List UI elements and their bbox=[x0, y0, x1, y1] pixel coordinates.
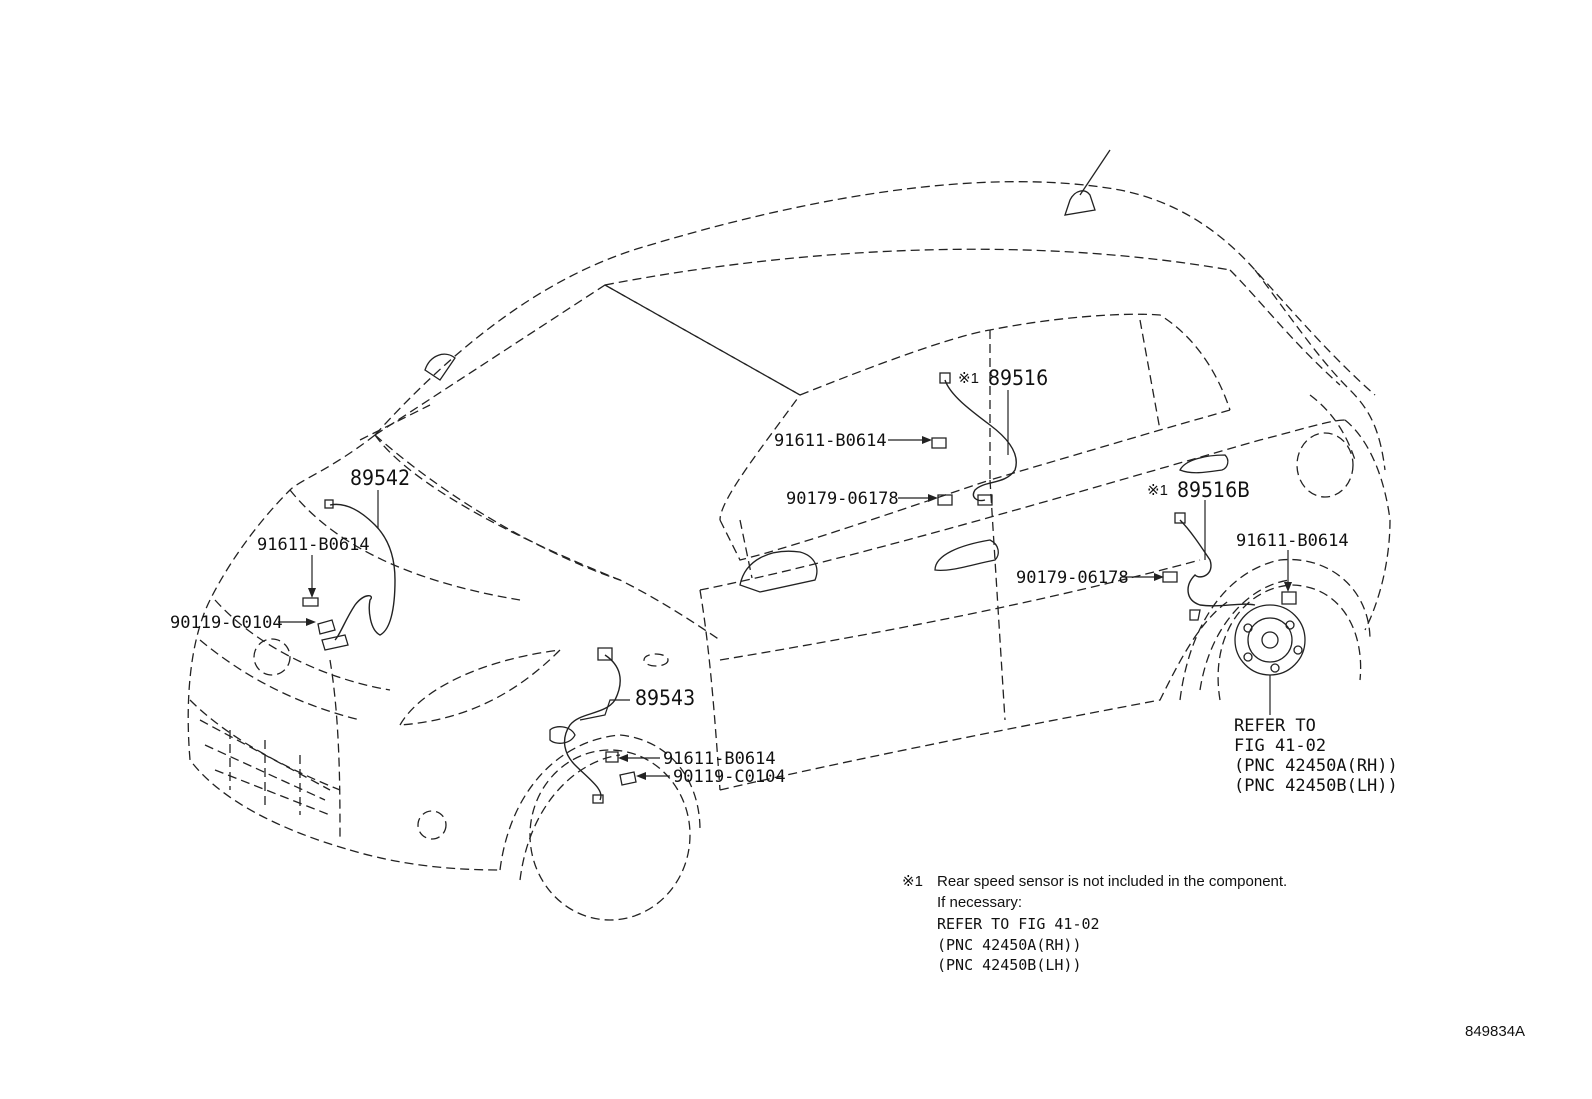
sensor-wires bbox=[302, 372, 1297, 804]
footnote-line-1: Rear speed sensor is not included in the… bbox=[937, 873, 1287, 890]
callout-89543: 89543 bbox=[635, 686, 695, 710]
callout-rear-sensor-mark: ※1 bbox=[958, 370, 979, 387]
callout-front-right-bolt: 91611-B0614 bbox=[663, 749, 776, 769]
callout-front-left-clip: 90119-C0104 bbox=[170, 613, 283, 633]
callout-rear-b-clamp: 90179-06178 bbox=[1016, 568, 1129, 588]
refer-line-3: (PNC 42450A(RH)) bbox=[1234, 756, 1398, 776]
callout-89516: 89516 bbox=[988, 366, 1048, 390]
callout-front-left-bolt: 91611-B0614 bbox=[257, 535, 370, 555]
callout-89516B: 89516B bbox=[1177, 478, 1250, 502]
refer-block: REFER TO FIG 41-02 (PNC 42450A(RH)) (PNC… bbox=[1234, 716, 1398, 796]
figure-id: 849834A bbox=[1465, 1023, 1525, 1040]
callout-rear-bolt: 91611-B0614 bbox=[774, 431, 887, 451]
footnote-line-2: If necessary: bbox=[937, 894, 1022, 911]
callout-front-right-clip: 90119-C0104 bbox=[673, 767, 786, 787]
refer-line-4: (PNC 42450B(LH)) bbox=[1234, 776, 1398, 796]
callout-rear-clamp: 90179-06178 bbox=[786, 489, 899, 509]
footnote-line-5: (PNC 42450B(LH)) bbox=[937, 956, 1082, 974]
refer-line-1: REFER TO bbox=[1234, 716, 1316, 736]
refer-line-2: FIG 41-02 bbox=[1234, 736, 1326, 756]
footnote: ※1 Rear speed sensor is not included in … bbox=[902, 873, 1287, 974]
callout-rear-b-bolt: 91611-B0614 bbox=[1236, 531, 1349, 551]
footnote-line-3: REFER TO FIG 41-02 bbox=[937, 915, 1100, 933]
rear-hub bbox=[1234, 604, 1306, 715]
footnote-line-4: (PNC 42450A(RH)) bbox=[937, 936, 1082, 954]
footnote-mark: ※1 bbox=[902, 873, 923, 890]
callout-89542: 89542 bbox=[350, 466, 410, 490]
car-body bbox=[187, 149, 1391, 921]
leader-lines bbox=[278, 390, 1292, 780]
callout-labels: 89542 91611-B0614 90119-C0104 89543 9161… bbox=[170, 366, 1349, 787]
callout-rear-b-mark: ※1 bbox=[1147, 482, 1168, 499]
